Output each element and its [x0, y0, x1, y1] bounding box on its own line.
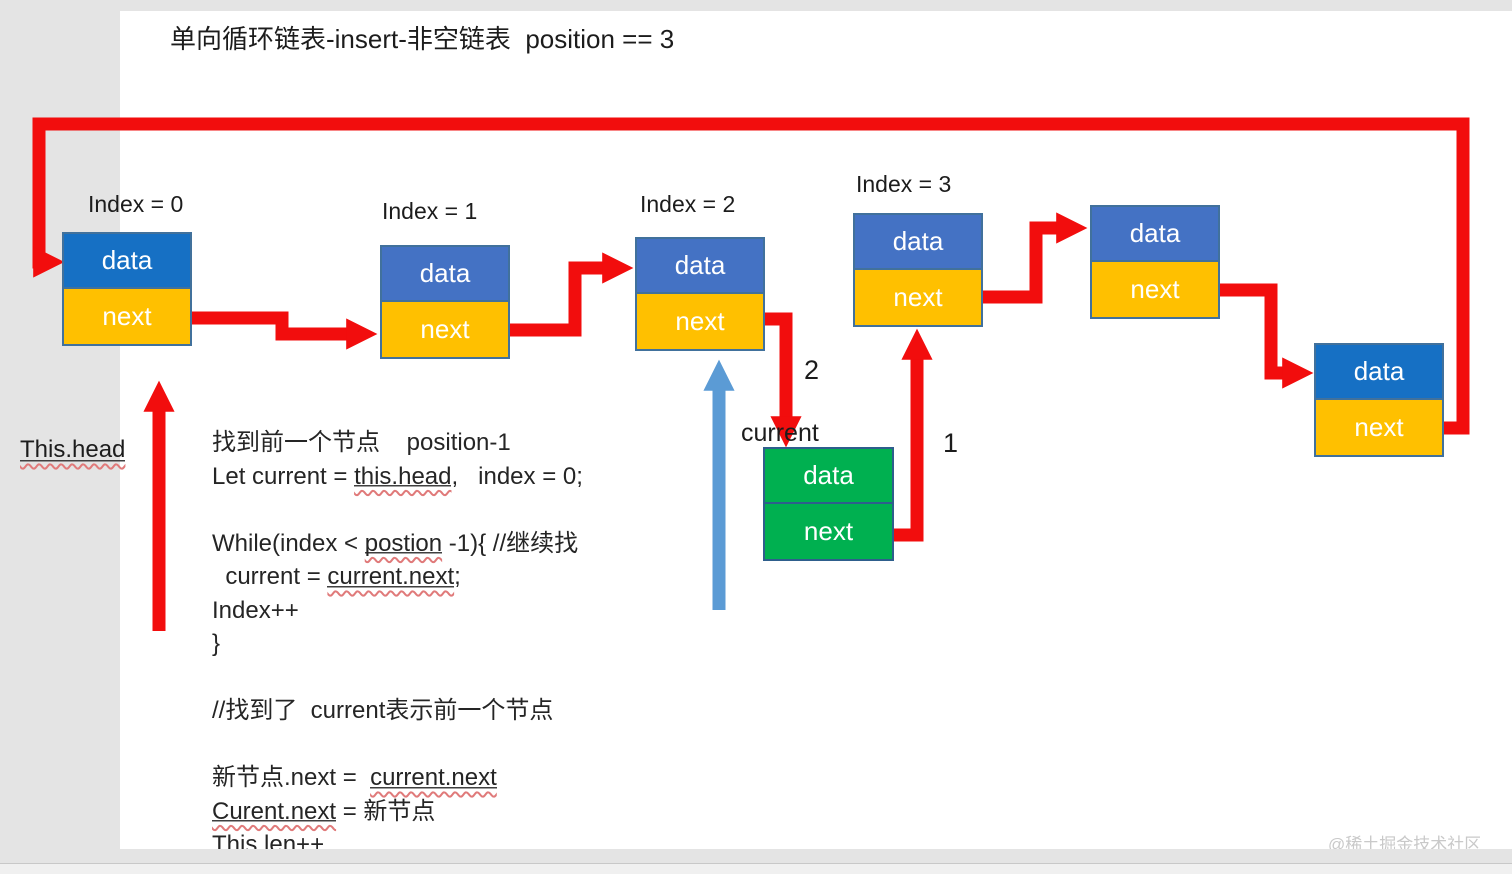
code-token: , index = 0;	[451, 462, 583, 490]
node-index-0-data-cell: data	[62, 232, 192, 289]
node-index-3-data-cell: data	[853, 213, 983, 270]
code-line	[212, 728, 583, 762]
code-line: While(index < postion -1){ //继续找	[212, 527, 583, 561]
code-line	[212, 661, 583, 695]
node-index-2-next-cell: next	[635, 294, 765, 351]
code-line: current = current.next;	[212, 560, 583, 594]
code-token: Index++	[212, 596, 299, 624]
code-line: 新节点.next = current.next	[212, 761, 583, 795]
code-token: current =	[212, 563, 328, 590]
code-line: }	[212, 627, 583, 661]
bottom-taskbar-strip	[0, 863, 1512, 874]
node-index-2-label: Index = 2	[640, 191, 736, 217]
slide-title: 单向循环链表-insert-非空链表 position == 3	[170, 24, 675, 54]
node-4-next-cell: next	[1090, 262, 1220, 319]
code-token-underlined: Curent.next	[212, 797, 337, 825]
node-index-1-data-cell: data	[380, 245, 510, 302]
code-line: //找到了 current表示前一个节点	[212, 694, 583, 728]
label-current: current	[741, 419, 819, 447]
node-index-0-label: Index = 0	[88, 191, 184, 217]
node-index-3-label: Index = 3	[856, 171, 952, 197]
node-index-2-data-cell: data	[635, 237, 765, 294]
new-node-data-cell: data	[763, 447, 894, 504]
code-token: 找到前一个节点 position-1	[212, 429, 511, 456]
node-index-1-next-cell: next	[380, 302, 510, 359]
code-line: Let current = this.head, index = 0;	[212, 460, 583, 494]
code-line: 找到前一个节点 position-1	[212, 426, 583, 460]
node-5-next-cell: next	[1314, 400, 1444, 457]
bottom-gray-strip	[0, 849, 1512, 863]
node-index-3-next-cell: next	[853, 270, 983, 327]
label-step-1: 1	[943, 428, 959, 458]
node-index-1-label: Index = 1	[382, 198, 478, 224]
code-line: Curent.next = 新节点	[212, 795, 583, 829]
code-token-underlined: current.next	[327, 563, 455, 590]
code-token: ;	[454, 563, 461, 590]
label-this-head: This.head	[20, 436, 126, 464]
code-token: = 新节点	[336, 797, 436, 825]
code-line	[212, 493, 583, 527]
code-token: Let current =	[212, 462, 355, 490]
code-token: While(index <	[212, 529, 365, 557]
code-token: //找到了 current表示前一个节点	[212, 697, 554, 724]
code-token-underlined: postion	[364, 529, 443, 557]
node-4-data-cell: data	[1090, 205, 1220, 262]
code-token: }	[212, 630, 221, 657]
node-index-0-next-cell: next	[62, 289, 192, 346]
code-token: -1){ //继续找	[442, 529, 579, 557]
label-step-2: 2	[804, 355, 820, 385]
code-token-underlined: current.next	[370, 764, 497, 791]
code-line: Index++	[212, 594, 583, 628]
node-5-data-cell: data	[1314, 343, 1444, 400]
code-token-underlined: this.head	[354, 462, 452, 490]
new-node-next-cell: next	[763, 504, 894, 561]
code-token: 新节点.next =	[212, 764, 371, 791]
